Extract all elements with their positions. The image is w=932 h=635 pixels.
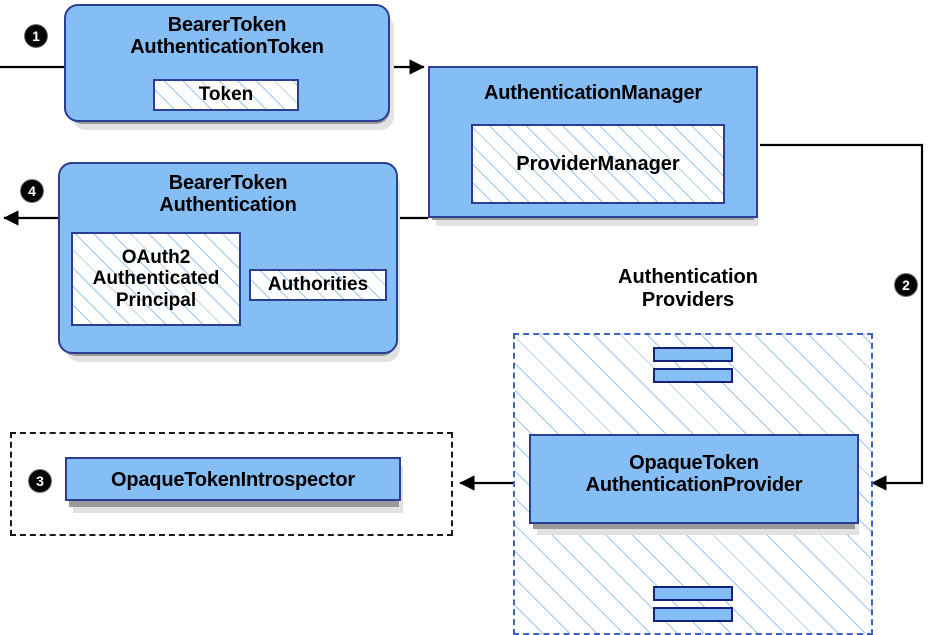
node-opaque-token-authentication-provider[interactable]: OpaqueToken AuthenticationProvider xyxy=(529,434,859,524)
node-authentication-manager-title: AuthenticationManager xyxy=(483,82,703,104)
node-opaque-token-introspector[interactable]: OpaqueTokenIntrospector xyxy=(65,457,401,501)
provider-bar-top-1 xyxy=(653,347,733,362)
caption-authentication-providers: Authentication Providers xyxy=(618,266,758,311)
step-marker-1: 1 xyxy=(25,25,47,47)
node-bearer-token-authentication-token-title: BearerToken AuthenticationToken xyxy=(130,14,324,59)
inner-token-box[interactable]: Token xyxy=(153,79,299,111)
step-marker-4: 4 xyxy=(21,180,43,202)
step-marker-2: 2 xyxy=(895,274,917,296)
node-bearer-token-authentication-title: BearerToken Authentication xyxy=(159,172,297,217)
inner-authorities-box[interactable]: Authorities xyxy=(249,269,387,301)
node-opaque-token-authentication-provider-title: OpaqueToken AuthenticationProvider xyxy=(585,452,803,497)
inner-provider-manager-box[interactable]: ProviderManager xyxy=(471,124,725,204)
inner-oauth2-authenticated-principal-box[interactable]: OAuth2 Authenticated Principal xyxy=(71,232,241,326)
inner-provider-manager-label: ProviderManager xyxy=(516,152,680,175)
inner-token-label: Token xyxy=(198,84,254,106)
inner-authorities-label: Authorities xyxy=(267,274,369,296)
provider-bar-bottom-2 xyxy=(653,607,733,622)
container-opaque-token-introspector xyxy=(10,432,453,536)
step-marker-3: 3 xyxy=(29,470,51,492)
node-bearer-token-authentication-token[interactable]: BearerToken AuthenticationToken xyxy=(64,4,390,122)
provider-bar-bottom-1 xyxy=(653,586,733,601)
provider-bar-top-2 xyxy=(653,368,733,383)
node-opaque-token-introspector-title: OpaqueTokenIntrospector xyxy=(111,469,355,491)
inner-oauth2-authenticated-principal-label: OAuth2 Authenticated Principal xyxy=(92,247,220,311)
